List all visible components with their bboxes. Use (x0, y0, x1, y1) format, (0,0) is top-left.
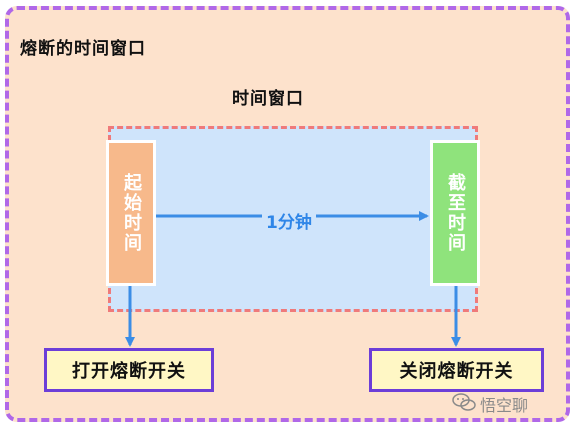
start-time-box: 起始时间 (106, 140, 156, 286)
outer-title: 熔断的时间窗口 (20, 39, 146, 59)
watermark-text: 悟空聊 (480, 396, 529, 415)
wechat-icon (452, 393, 476, 411)
end-time-box: 截至时间 (430, 140, 480, 286)
duration-label: 1分钟 (262, 208, 316, 233)
close-switch-box: 关闭熔断开关 (369, 348, 544, 392)
open-switch-box: 打开熔断开关 (44, 348, 214, 392)
window-title: 时间窗口 (232, 89, 304, 109)
